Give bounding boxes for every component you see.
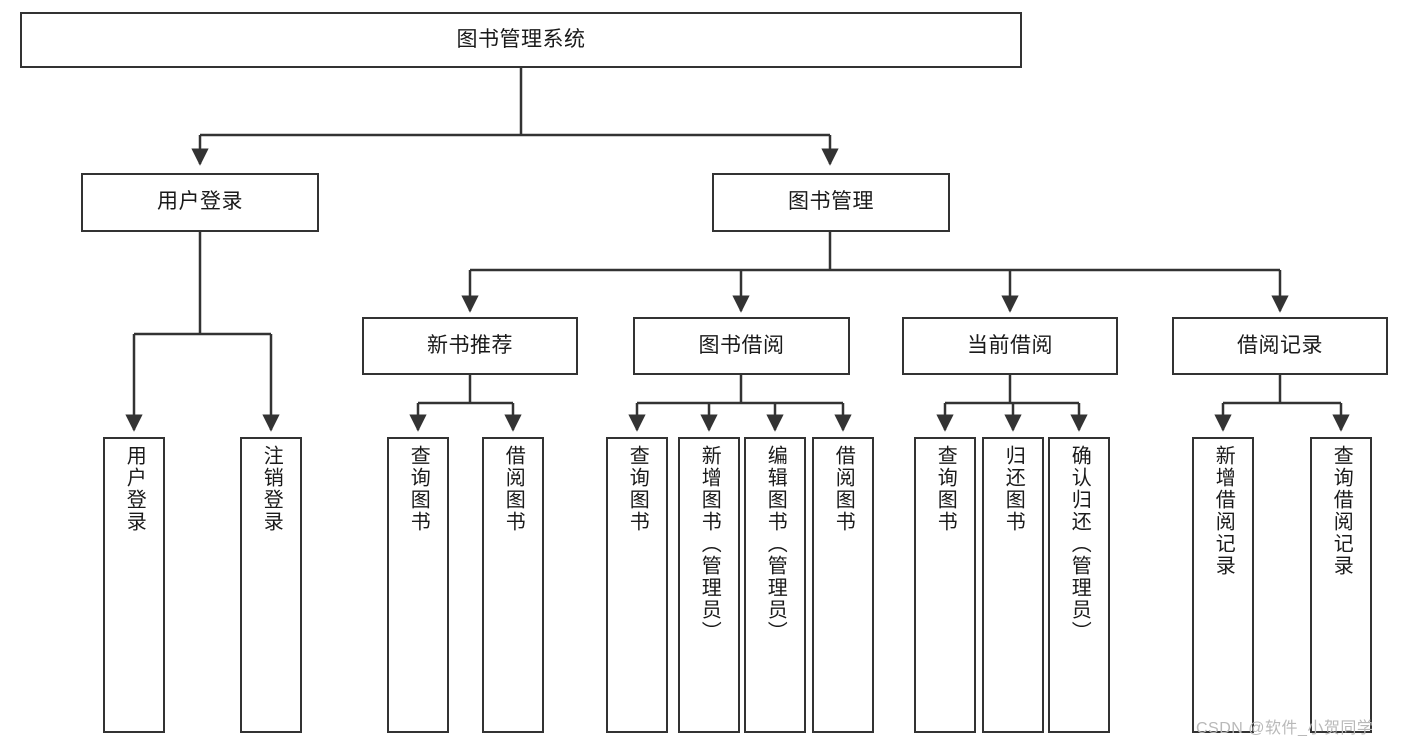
node-leaf-borrow-book-2-label: 借阅图书 [832,445,855,533]
node-leaf-confirm-return[interactable]: 确认归还（管理员） [1048,437,1110,733]
node-leaf-edit-book[interactable]: 编辑图书（管理员） [744,437,806,733]
node-new-book-recommend[interactable]: 新书推荐 [362,317,578,375]
node-leaf-query-record[interactable]: 查询借阅记录 [1310,437,1372,733]
node-leaf-borrow-book-1[interactable]: 借阅图书 [482,437,544,733]
node-leaf-add-record[interactable]: 新增借阅记录 [1192,437,1254,733]
node-leaf-query-book-3[interactable]: 查询图书 [914,437,976,733]
node-leaf-query-book-3-label: 查询图书 [934,445,957,533]
node-leaf-return-book[interactable]: 归还图书 [982,437,1044,733]
node-leaf-query-book-1-label: 查询图书 [407,445,430,533]
node-root-label: 图书管理系统 [456,27,586,51]
node-leaf-edit-book-label: 编辑图书（管理员） [764,445,787,643]
node-leaf-user-login[interactable]: 用户登录 [103,437,165,733]
node-leaf-query-book-2[interactable]: 查询图书 [606,437,668,733]
node-current-borrow[interactable]: 当前借阅 [902,317,1118,375]
node-book-borrow[interactable]: 图书借阅 [633,317,850,375]
node-borrow-record-label: 借阅记录 [1237,333,1323,357]
node-leaf-add-book[interactable]: 新增图书（管理员） [678,437,740,733]
node-leaf-logout-label: 注销登录 [260,445,283,533]
node-leaf-query-record-label: 查询借阅记录 [1330,445,1353,577]
node-new-book-recommend-label: 新书推荐 [427,333,513,357]
node-leaf-add-record-label: 新增借阅记录 [1212,445,1235,577]
watermark: CSDN @软件_小贺同学 [1196,720,1374,737]
node-leaf-add-book-label: 新增图书（管理员） [698,445,721,643]
node-book-management-label: 图书管理 [788,190,874,214]
node-leaf-user-login-label: 用户登录 [123,445,146,533]
node-leaf-borrow-book-1-label: 借阅图书 [502,445,525,533]
node-leaf-confirm-return-label: 确认归还（管理员） [1068,445,1091,643]
node-leaf-return-book-label: 归还图书 [1002,445,1025,533]
node-leaf-query-book-1[interactable]: 查询图书 [387,437,449,733]
node-leaf-borrow-book-2[interactable]: 借阅图书 [812,437,874,733]
node-leaf-query-book-2-label: 查询图书 [626,445,649,533]
node-book-management[interactable]: 图书管理 [712,173,950,232]
node-user-login-label: 用户登录 [157,190,243,214]
node-borrow-record[interactable]: 借阅记录 [1172,317,1388,375]
node-current-borrow-label: 当前借阅 [967,333,1053,357]
node-user-login[interactable]: 用户登录 [81,173,319,232]
node-leaf-logout[interactable]: 注销登录 [240,437,302,733]
node-root[interactable]: 图书管理系统 [20,12,1022,68]
node-book-borrow-label: 图书借阅 [698,333,785,357]
